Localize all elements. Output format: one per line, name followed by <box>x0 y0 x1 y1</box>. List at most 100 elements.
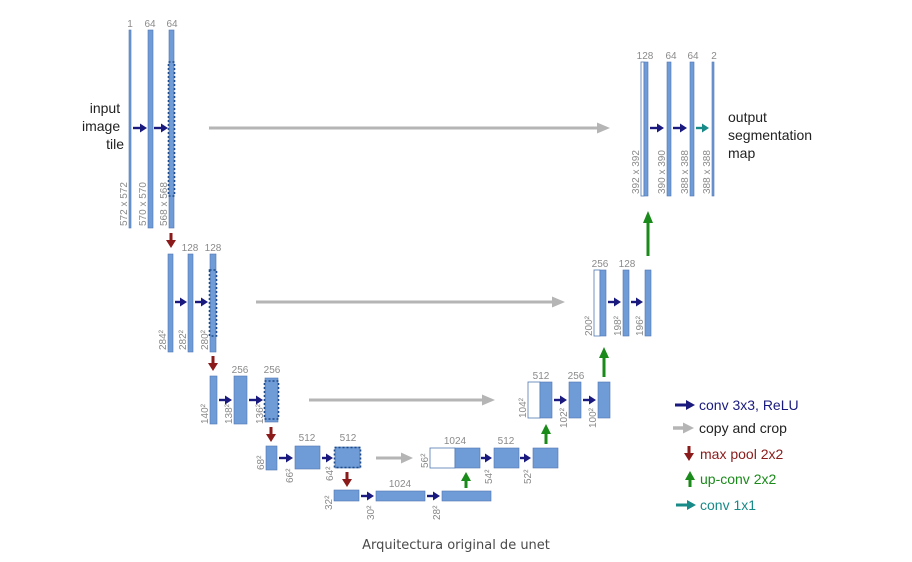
size-label: 102² <box>559 407 570 428</box>
channel-label: 128 <box>205 243 222 254</box>
channel-label: 64 <box>144 19 156 30</box>
feature-map <box>294 445 321 470</box>
channel-label: 128 <box>637 51 654 62</box>
arrow-right-icon <box>676 500 696 510</box>
arrow-up-icon <box>599 347 609 377</box>
arrow-right-icon <box>696 123 709 133</box>
crop-region <box>167 61 176 197</box>
level-3-expansive: 512 256 104² 102² 100² <box>518 347 611 428</box>
feature-map <box>265 445 278 471</box>
arrow-right-icon <box>279 453 293 463</box>
size-label: 64² <box>325 466 336 481</box>
size-label: 572 x 572 <box>119 182 130 226</box>
size-label: 66² <box>285 468 296 483</box>
size-label: 390 x 390 <box>657 150 668 194</box>
arrow-right-icon <box>650 123 664 133</box>
arrow-right-icon <box>219 395 232 405</box>
size-label: 392 x 392 <box>631 150 642 194</box>
level-4-contracting: 512 512 68² 66² 64² <box>256 433 413 487</box>
feature-map <box>187 253 194 353</box>
arrow-right-icon <box>361 491 374 501</box>
channel-label: 512 <box>340 433 357 444</box>
arrow-down-icon <box>342 472 352 487</box>
feature-map <box>539 381 553 419</box>
size-label: 32² <box>324 495 335 510</box>
size-label: 138² <box>224 403 235 424</box>
legend-item-upconv: up-conv 2x2 <box>685 471 776 487</box>
size-label: 52² <box>523 469 534 484</box>
arrow-right-icon <box>520 453 531 463</box>
copied-feature-map <box>527 381 541 419</box>
arrow-down-icon <box>266 427 276 442</box>
feature-map <box>441 490 492 502</box>
size-label: 28² <box>432 505 443 520</box>
arrow-down-icon <box>208 356 218 371</box>
legend-item-copy: copy and crop <box>673 420 787 436</box>
copied-feature-map <box>429 447 456 469</box>
channel-label: 1024 <box>389 479 412 490</box>
size-label: 140² <box>200 403 211 424</box>
level-1-expansive: 128 64 64 2 392 x 392 390 x 390 388 x 38… <box>631 51 812 197</box>
arrow-right-icon <box>608 297 621 307</box>
feature-map <box>147 29 154 229</box>
arrow-down-icon <box>684 446 694 461</box>
feature-map <box>666 61 672 197</box>
arrow-up-icon <box>643 211 653 256</box>
arrow-right-icon <box>175 297 187 307</box>
arrow-right-icon <box>631 297 643 307</box>
channel-label: 256 <box>264 365 281 376</box>
legend-item-conv: conv 3x3, ReLU <box>675 397 799 413</box>
channel-label: 512 <box>498 436 515 447</box>
legend: conv 3x3, ReLU copy and crop max pool 2x… <box>673 397 799 513</box>
channel-label: 256 <box>592 259 609 270</box>
arrow-right-icon <box>583 395 596 405</box>
size-label: 200² <box>584 315 595 336</box>
feature-map <box>493 447 520 469</box>
channel-label: 64 <box>687 51 699 62</box>
arrow-right-icon <box>195 297 208 307</box>
legend-item-final: conv 1x1 <box>676 497 756 513</box>
copy-arrow <box>376 452 413 464</box>
size-label: 56² <box>420 453 431 468</box>
legend-label: conv 1x1 <box>700 497 756 513</box>
feature-map <box>689 61 695 197</box>
size-label: 136² <box>255 403 266 424</box>
feature-map <box>233 375 248 425</box>
legend-label: conv 3x3, ReLU <box>699 397 799 413</box>
legend-item-pool: max pool 2x2 <box>684 446 783 462</box>
arrow-down-icon <box>166 233 176 248</box>
arrow-right-icon <box>427 491 440 501</box>
size-label: 282² <box>178 329 189 350</box>
channel-label: 2 <box>711 51 717 62</box>
arrow-right-icon <box>675 400 695 410</box>
feature-map <box>334 446 361 469</box>
channel-label: 1024 <box>444 436 467 447</box>
feature-map <box>532 447 559 469</box>
unet-architecture-figure: 1 64 64 572 x 572 570 x 570 568 x 568 in… <box>82 19 812 520</box>
copy-arrow <box>309 394 495 406</box>
channel-label: 64 <box>665 51 677 62</box>
size-label: 198² <box>613 315 624 336</box>
size-label: 100² <box>588 407 599 428</box>
arrow-right-icon <box>673 123 687 133</box>
channel-label: 128 <box>182 243 199 254</box>
arrow-right-icon <box>322 453 333 463</box>
size-label: 30² <box>366 505 377 520</box>
channel-label: 256 <box>232 365 249 376</box>
size-label: 388 x 388 <box>702 150 713 194</box>
arrow-up-icon <box>461 472 471 488</box>
arrow-up-icon <box>685 471 695 487</box>
size-label: 68² <box>256 455 267 470</box>
channel-label: 128 <box>619 259 636 270</box>
size-label: 284² <box>158 329 169 350</box>
feature-map <box>622 269 630 337</box>
size-label: 568 x 568 <box>159 182 170 226</box>
size-label: 196² <box>635 315 646 336</box>
legend-label: copy and crop <box>699 420 787 436</box>
arrow-right-icon <box>481 453 492 463</box>
level-4-expansive: 1024 512 56² 54² 52² <box>420 424 559 484</box>
level-2-expansive: 256 128 200² 198² 196² <box>584 211 653 337</box>
arrow-right-icon <box>554 395 567 405</box>
crop-region <box>333 446 362 469</box>
